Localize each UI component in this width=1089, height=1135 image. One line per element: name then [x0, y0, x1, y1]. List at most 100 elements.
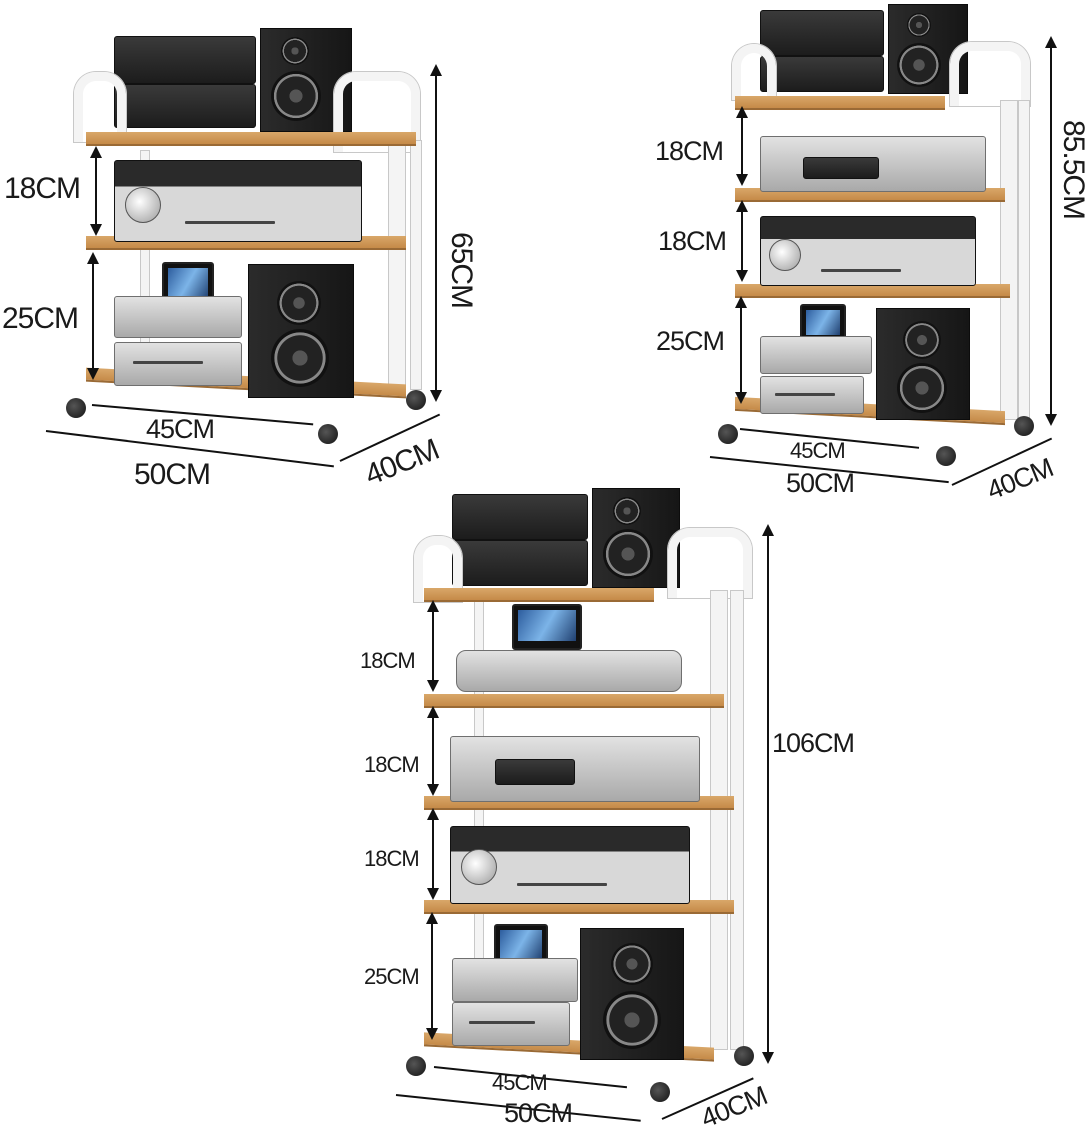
gap-dimension-line: [432, 712, 434, 794]
left-handle: [414, 536, 462, 602]
arrow-up-icon: [736, 106, 748, 118]
arrow-up-icon: [762, 524, 774, 536]
height-dimension-line: [435, 72, 437, 396]
shelf-1: [735, 96, 945, 110]
amplifier: [760, 216, 976, 286]
gap-label-2: 18CM: [658, 226, 727, 256]
top-speaker: [592, 488, 680, 588]
gap-dimension-line: [741, 206, 743, 280]
top-stereo-unit: [760, 10, 884, 56]
right-post: [1000, 100, 1018, 420]
gap-dimension-line: [95, 152, 97, 234]
right-post: [710, 590, 728, 1050]
rack-3-tier: 65CM 18CM 25CM 45CM 50CM 40CM: [0, 0, 480, 500]
arrow-up-icon: [430, 64, 442, 76]
caster-wheel: [66, 398, 86, 418]
gap-label-3: 18CM: [364, 846, 420, 871]
caster-wheel: [318, 424, 338, 444]
right-rear-post: [730, 590, 744, 1050]
top-stereo-unit: [114, 36, 256, 84]
height-label: 106CM: [772, 728, 855, 758]
outer-width-label: 50CM: [134, 458, 211, 491]
gap-label-4: 25CM: [364, 964, 420, 989]
tweeter: [277, 281, 321, 325]
arrow-up-icon: [427, 600, 439, 612]
tweeter: [907, 13, 931, 37]
disc-slot: [185, 221, 275, 224]
gap-label-3: 25CM: [656, 326, 725, 356]
arrow-up-icon: [735, 296, 747, 308]
cd-display: [495, 759, 575, 785]
arrow-down-icon: [736, 174, 748, 186]
left-handle: [74, 72, 126, 142]
outer-width-label: 50CM: [786, 468, 855, 498]
disc-slot: [469, 1021, 535, 1024]
cd-player-small: [760, 376, 864, 414]
tweeter: [611, 943, 653, 985]
height-dimension-line: [767, 530, 769, 1060]
arrow-down-icon: [427, 784, 439, 796]
top-speaker: [260, 28, 352, 132]
media-player: [452, 958, 578, 1002]
cd-player: [450, 736, 700, 802]
right-handle: [334, 72, 420, 152]
caster-wheel: [650, 1082, 670, 1102]
depth-label: 40CM: [696, 1080, 771, 1134]
volume-knob: [125, 187, 161, 223]
woofer: [603, 529, 653, 579]
cd-player-small: [452, 1002, 570, 1046]
gap-dimension-line: [741, 112, 743, 184]
arrow-up-icon: [426, 912, 438, 924]
arrow-down-icon: [427, 888, 439, 900]
gap-dimension-line: [740, 302, 742, 402]
media-player: [114, 296, 242, 338]
shelf-2: [424, 694, 724, 708]
caster-wheel: [406, 390, 426, 410]
arrow-down-icon: [90, 224, 102, 236]
volume-knob: [769, 239, 801, 271]
cd-display: [803, 157, 879, 179]
gap-dimension-line: [432, 814, 434, 898]
gap-label-2: 25CM: [2, 302, 79, 335]
gap-label-2: 18CM: [364, 752, 420, 777]
shelf-3: [735, 284, 1010, 298]
arrow-up-icon: [427, 808, 439, 820]
tweeter: [903, 321, 941, 359]
shelf-1: [86, 132, 416, 146]
left-handle: [732, 44, 776, 100]
bottom-speaker: [248, 264, 354, 398]
woofer: [897, 43, 941, 87]
arrow-down-icon: [87, 368, 99, 380]
arrow-up-icon: [736, 200, 748, 212]
arrow-down-icon: [736, 270, 748, 282]
caster-wheel: [936, 446, 956, 466]
amplifier: [450, 826, 690, 904]
gap-dimension-line: [431, 918, 433, 1038]
caster-wheel: [406, 1056, 426, 1076]
gap-label-1: 18CM: [655, 136, 724, 166]
top-stereo-unit: [452, 494, 588, 540]
arrow-down-icon: [1045, 414, 1057, 426]
arrow-up-icon: [1045, 36, 1057, 48]
amplifier: [114, 160, 362, 242]
disc-slot: [821, 269, 901, 272]
cd-player: [114, 342, 242, 386]
arrow-up-icon: [427, 706, 439, 718]
arrow-down-icon: [426, 1028, 438, 1040]
tweeter: [281, 37, 309, 65]
inner-width-label: 45CM: [146, 414, 215, 444]
inner-width-label: 45CM: [790, 438, 846, 463]
woofer: [603, 991, 661, 1049]
inner-width-label: 45CM: [492, 1070, 548, 1095]
top-stereo-unit-lower: [452, 540, 588, 586]
rack-4-tier: 85.5CM 18CM 18CM 25CM 45CM 50CM 40CM: [0, 0, 1089, 506]
tweeter: [613, 497, 641, 525]
disc-slot: [517, 883, 607, 886]
arrow-down-icon: [762, 1052, 774, 1064]
gap-label-1: 18CM: [360, 648, 416, 673]
caster-wheel: [1014, 416, 1034, 436]
height-dimension-line: [1050, 44, 1052, 420]
caster-wheel: [734, 1046, 754, 1066]
caster-wheel: [718, 424, 738, 444]
arrow-up-icon: [87, 252, 99, 264]
